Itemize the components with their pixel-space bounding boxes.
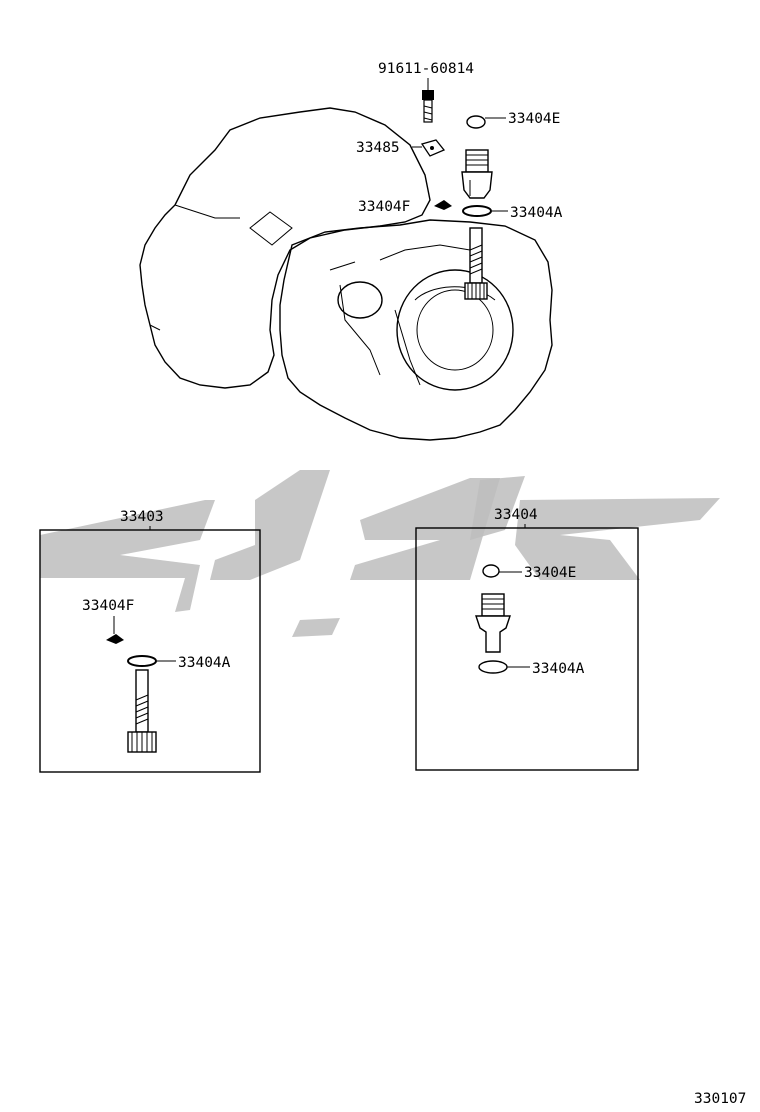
gear-shaft-part: [464, 227, 488, 300]
box-right-oring-label: 33404A: [532, 661, 585, 677]
figure-code: 330107: [694, 1091, 746, 1107]
clip-part: 33404F: [358, 199, 452, 215]
box-right-title: 33404: [494, 507, 538, 523]
kit-box-33404: 33404 33404E 33404A: [415, 507, 639, 771]
plate-part: 33485: [356, 139, 446, 157]
transmission-housing: [139, 107, 553, 441]
plate-label: 33485: [356, 140, 400, 156]
cap-top-label: 33404E: [508, 111, 560, 127]
oring-top-label: 33404A: [510, 205, 563, 221]
box-left-oring-label: 33404A: [178, 655, 231, 671]
cap-part: 33404E: [466, 111, 560, 129]
sleeve-part: [461, 149, 493, 199]
box-right-cap-label: 33404E: [524, 565, 576, 581]
bolt-label: 91611-60814: [378, 61, 474, 77]
box-left-clip-label: 33404F: [82, 598, 134, 614]
clip-top-label: 33404F: [358, 199, 410, 215]
box-left-title: 33403: [120, 509, 164, 525]
watermark-logo-icon: [40, 470, 720, 637]
kit-box-33403: 33403 33404F 33404A: [39, 509, 261, 773]
oring-part: 33404A: [462, 205, 563, 221]
bolt-part: 91611-60814: [378, 61, 474, 123]
